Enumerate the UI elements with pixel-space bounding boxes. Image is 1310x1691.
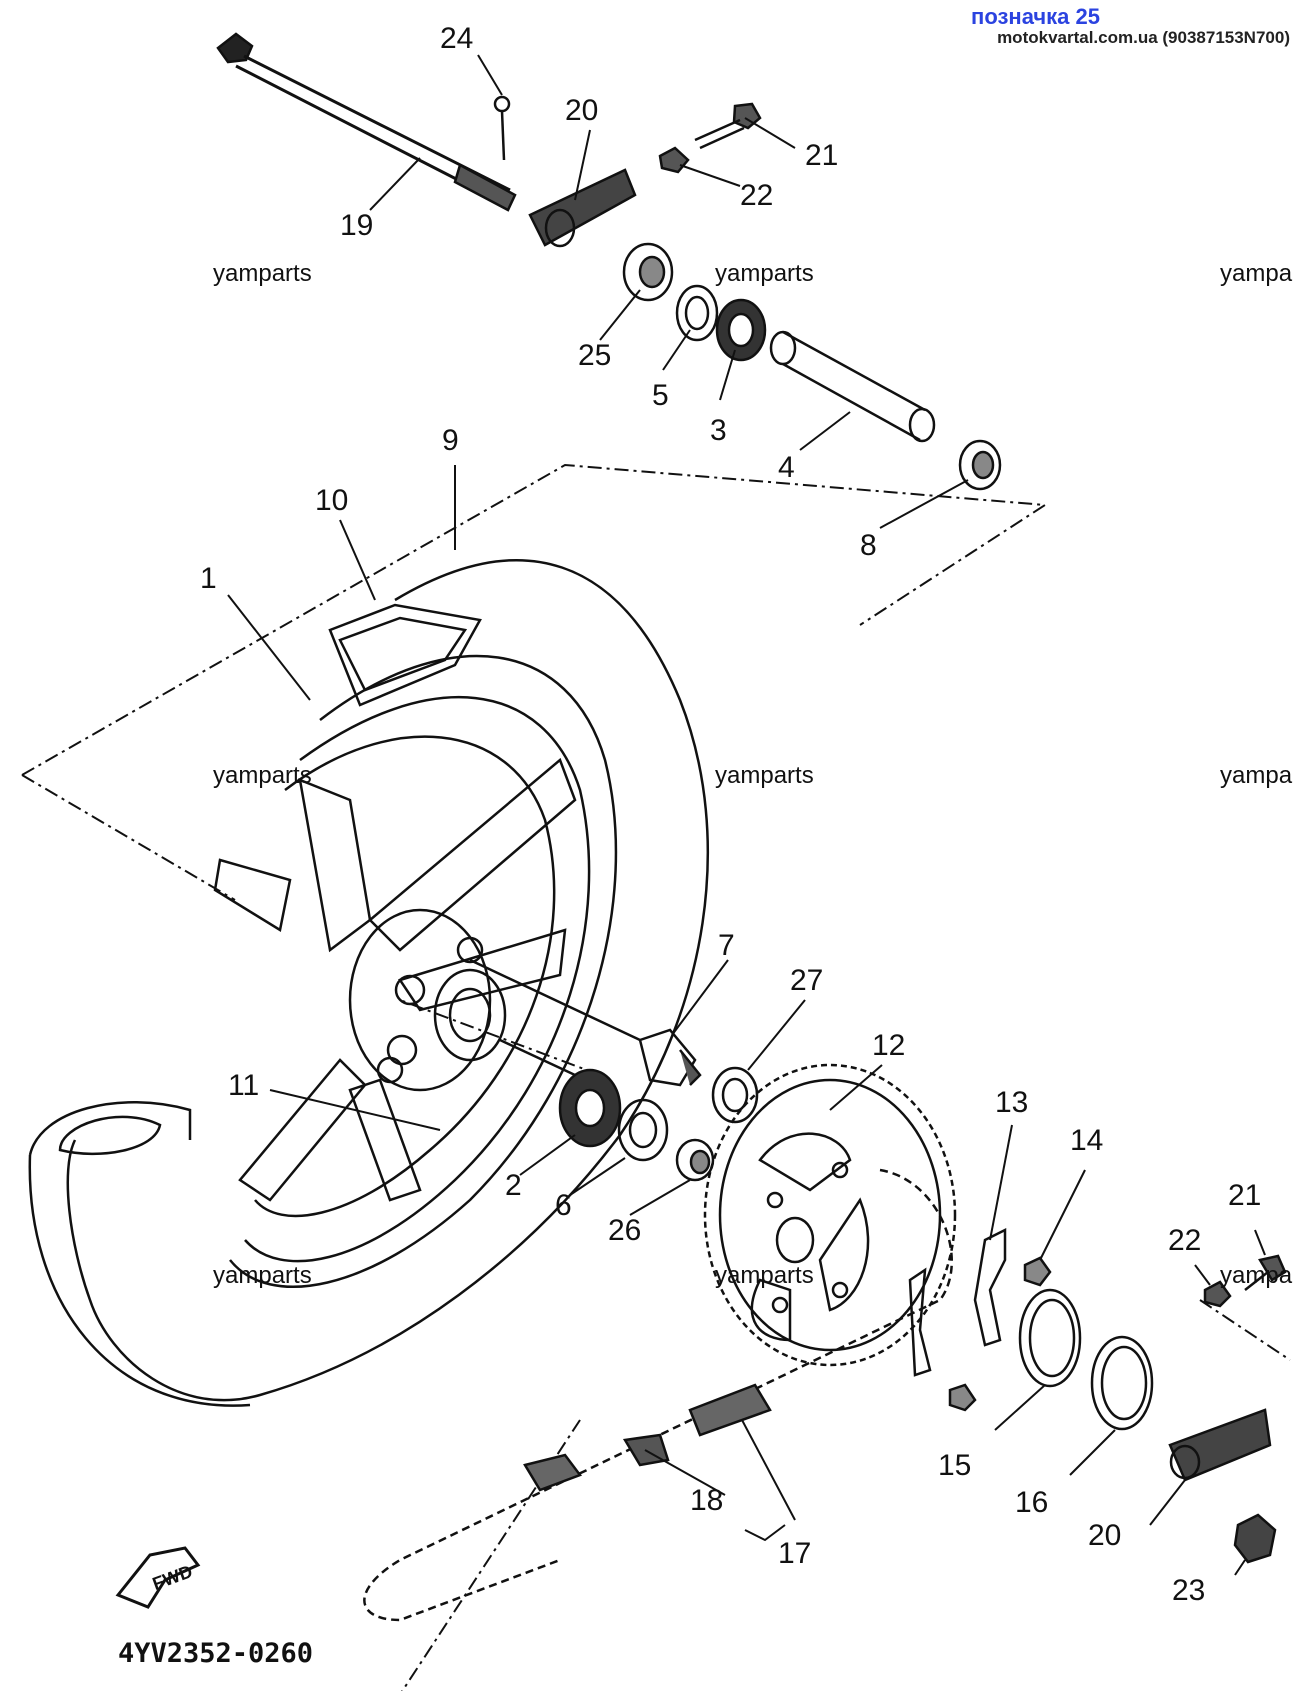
callout-19: 19 — [340, 209, 373, 242]
cotter-pin — [493, 95, 511, 161]
damper-7 — [638, 1028, 702, 1087]
tire — [28, 559, 709, 1407]
callout-22: 22 — [740, 179, 773, 212]
header-tag: позначка 25 — [971, 4, 1100, 29]
callout-9: 9 — [442, 424, 459, 457]
callout-2: 2 — [505, 1169, 522, 1202]
callout-7: 7 — [718, 929, 735, 962]
watermark: yamparts — [715, 1262, 814, 1289]
adjust-bolt-bottom — [1203, 1254, 1287, 1308]
callout-16: 16 — [1015, 1486, 1048, 1519]
rear-sprocket — [703, 1063, 957, 1367]
spacer-4 — [769, 330, 936, 443]
callout-5: 5 — [652, 379, 669, 412]
reference-lines — [21, 463, 1291, 1691]
header-source: motokvartal.com.ua (90387153N700) — [997, 28, 1290, 47]
rim-tape-10 — [328, 603, 482, 707]
callout-18: 18 — [690, 1484, 723, 1517]
callout-numbers: 24 20 21 22 19 25 5 3 4 8 9 10 1 7 27 12… — [150, 22, 1262, 1607]
collar-26 — [675, 1138, 715, 1182]
callout-20-bottom: 20 — [1088, 1519, 1121, 1552]
callout-22-bottom: 22 — [1168, 1224, 1201, 1257]
hub — [348, 908, 641, 1092]
callout-10: 10 — [315, 484, 348, 517]
chain-puller-bottom — [1168, 1408, 1272, 1482]
chain-puller-top — [528, 168, 637, 248]
callout-12: 12 — [872, 1029, 905, 1062]
watermark: yampa — [1220, 1262, 1293, 1289]
leader-lines — [227, 54, 1266, 1576]
callout-21-bottom: 21 — [1228, 1179, 1261, 1212]
callout-11: 11 — [228, 1069, 259, 1102]
watermark: yamparts — [213, 260, 312, 287]
callout-4: 4 — [778, 451, 795, 484]
circlip-16 — [1090, 1335, 1154, 1431]
watermark: yampa — [1220, 762, 1293, 789]
callout-26: 26 — [608, 1214, 641, 1247]
bearing-2 — [558, 1068, 622, 1148]
fwd-label: FWD — [150, 1561, 195, 1594]
axle-nut-23 — [1233, 1513, 1277, 1564]
callout-25: 25 — [578, 339, 611, 372]
callout-3: 3 — [710, 414, 727, 447]
callout-20: 20 — [565, 94, 598, 127]
spokes — [213, 757, 577, 1202]
callout-1: 1 — [200, 562, 217, 595]
callout-14: 14 — [1070, 1124, 1103, 1157]
fwd-arrow — [115, 1546, 201, 1609]
watermark: yamparts — [213, 1262, 312, 1289]
oil-seal-6 — [617, 1098, 669, 1162]
watermark: yampa — [1220, 260, 1293, 287]
watermark: yamparts — [715, 762, 814, 789]
collar-8 — [958, 439, 1002, 491]
adjust-bolt-top — [658, 102, 762, 174]
watermark: yamparts — [715, 260, 814, 287]
collar-27 — [711, 1066, 759, 1124]
oil-seal-5 — [675, 284, 719, 342]
rim — [229, 654, 618, 1288]
drive-chain — [363, 1168, 954, 1622]
callout-27: 27 — [790, 964, 823, 997]
circlip-15 — [1018, 1288, 1082, 1388]
callout-17: 17 — [778, 1537, 811, 1570]
callout-13: 13 — [995, 1086, 1028, 1119]
rear-axle — [216, 32, 517, 212]
callout-15: 15 — [938, 1449, 971, 1482]
callout-23: 23 — [1172, 1574, 1205, 1607]
callout-6: 6 — [555, 1189, 572, 1222]
callout-21: 21 — [805, 139, 838, 172]
stud-bolt-13 — [908, 1227, 1007, 1377]
watermark: yamparts — [213, 762, 312, 789]
collar-25 — [622, 242, 674, 302]
callout-24: 24 — [440, 22, 473, 55]
drawing-code: 4YV2352-0260 — [118, 1638, 314, 1669]
callout-8: 8 — [860, 529, 877, 562]
nut-14 — [948, 1256, 1052, 1412]
bearing-3 — [715, 298, 767, 362]
